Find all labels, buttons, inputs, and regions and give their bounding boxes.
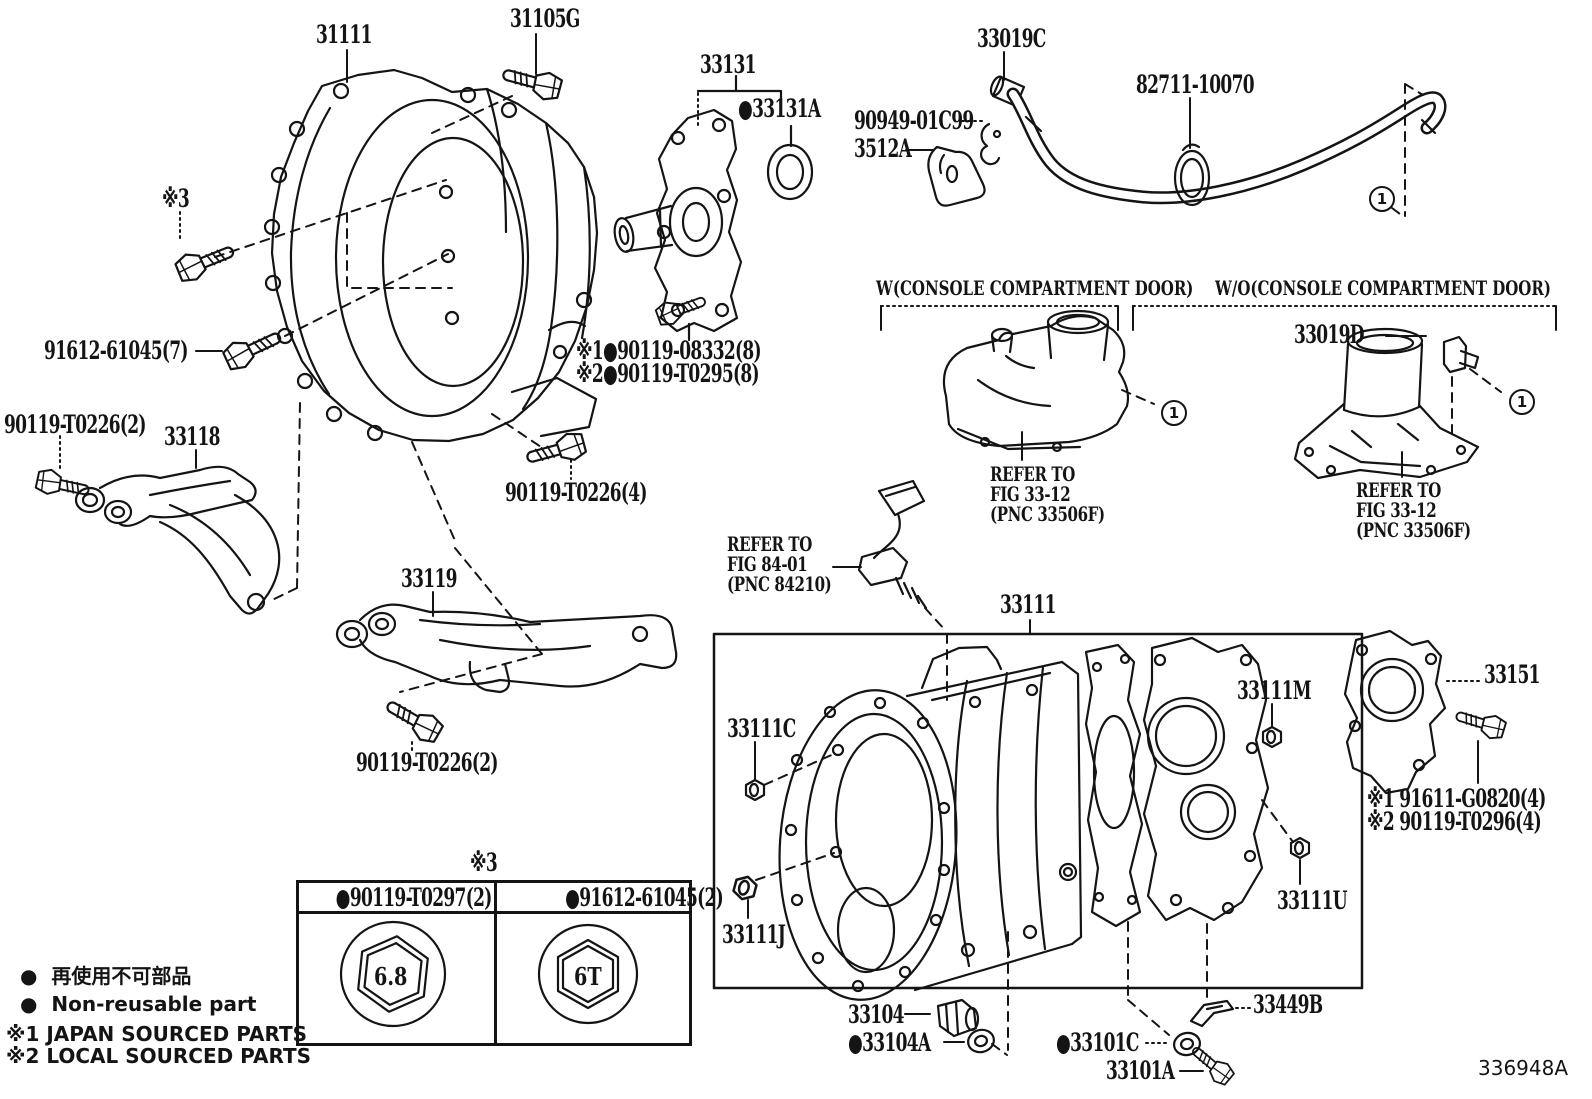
breather-33019D-drawing	[1442, 335, 1480, 374]
callout-3512A: 3512A	[854, 134, 912, 163]
bolt-90119-T0226-a	[34, 466, 93, 504]
callout-rear-bolt-note-2: ※2 90119-T0296(4)	[1367, 807, 1542, 836]
callout-33019D: 33019D	[1294, 320, 1364, 349]
plug-33104-drawing	[936, 998, 980, 1038]
refer-note-fig33-right: REFER TO FIG 33-12 (PNC 33506F)	[1356, 478, 1471, 542]
hose-clamp-82711-drawing	[1173, 143, 1211, 207]
circled-1-digit: 1	[1376, 190, 1388, 208]
callout-31111: 31111	[316, 20, 372, 49]
callout-33101A: 33101A	[1106, 1056, 1175, 1085]
callout-33111M: 33111M	[1237, 676, 1312, 705]
bolt-90119-T0226-4	[523, 429, 589, 473]
callout-bolt-note-1: ※1●90119-08332(8)	[576, 336, 762, 365]
retainer-33151-drawing	[1343, 629, 1508, 795]
spec-col-2-header: ●91612-61045(2)	[528, 882, 760, 912]
spec-table-divider	[494, 883, 497, 1043]
circled-1-marker-hose: 1	[1369, 186, 1395, 212]
leader-lines	[195, 33, 1557, 1072]
bottom-parts-drawing	[936, 998, 1237, 1089]
callout-33104: 33104	[848, 1000, 904, 1029]
legend-non-reusable-jp: ● 再使用不可部品	[20, 964, 192, 988]
bolt-33101A-drawing	[1185, 1040, 1237, 1089]
callout-33019C: 33019C	[977, 24, 1046, 53]
bolt-head-size-6.8: 6.8	[374, 962, 408, 991]
callout-33111J: 33111J	[722, 920, 786, 949]
callout-90119-T0226-2b: 90119-T0226(2)	[356, 748, 498, 777]
callout-33449B: 33449B	[1253, 990, 1323, 1019]
oil-seal-33131A	[766, 143, 814, 201]
callout-rear-bolt-note-1: ※1 91611-G0820(4)	[1367, 784, 1546, 813]
bolt-note3	[172, 236, 239, 286]
callout-82711-10070: 82711-10070	[1136, 70, 1255, 99]
gasket-33101C-drawing	[1170, 1029, 1204, 1059]
clutch-housing-31111-drawing	[263, 68, 599, 443]
callout-33119: 33119	[401, 564, 457, 593]
spec-col-1-header: ●90119-T0297(2)	[299, 882, 528, 912]
bolt-head-size-6T: 6T	[574, 962, 602, 991]
transmission-case-box	[712, 632, 1364, 1001]
callout-note3-top: ※3	[162, 184, 190, 213]
spec-table-bolt-heads	[339, 920, 639, 1028]
circled-1-marker-console-left: 1	[1161, 400, 1187, 426]
rear-adapter-plate-drawing	[1142, 636, 1270, 922]
bracket-33119-drawing	[335, 603, 678, 748]
plug-33111C	[744, 778, 766, 802]
bolt-90119-T0226-b	[380, 692, 446, 748]
callout-33118: 33118	[164, 422, 220, 451]
circled-1-digit: 1	[1168, 404, 1180, 422]
console-cover-without-door-drawing	[1293, 327, 1480, 480]
refer-note-fig33-left: REFER TO FIG 33-12 (PNC 33506F)	[990, 462, 1105, 526]
callout-33111C: 33111C	[727, 714, 796, 743]
clip-33449B-drawing	[1189, 999, 1235, 1028]
bolt-91611-G0820	[1452, 704, 1508, 743]
sensor-refer-84-drawing	[857, 479, 928, 610]
callout-bolt-note-2: ※2●90119-T0295(8)	[576, 359, 760, 388]
callout-91612-61045-7: 91612-61045(7)	[44, 336, 188, 365]
bracket-33118-drawing	[34, 465, 281, 615]
retainer-plate-33131-drawing	[613, 74, 814, 342]
plug-33111U	[1289, 836, 1311, 860]
hose-33019C-drawing	[927, 75, 1447, 207]
callout-31105G: 31105G	[510, 4, 580, 33]
callout-33111U: 33111U	[1277, 886, 1348, 915]
dotted-leader-lines	[59, 92, 1557, 1044]
circled-1-marker-console-right: 1	[1509, 389, 1535, 415]
callout-33104A: ●33104A	[848, 1028, 931, 1057]
refer-note-fig84: REFER TO FIG 84-01 (PNC 84210)	[727, 532, 832, 596]
diagram-code: 336948A	[1478, 1056, 1569, 1080]
circled-1-digit: 1	[1516, 393, 1528, 411]
callout-33101C: ●33101C	[1056, 1028, 1139, 1057]
callout-33131: 33131	[700, 50, 756, 79]
spec-col-1-part-number: ●90119-T0297(2)	[335, 882, 493, 912]
legend-japan-sourced: ※1 JAPAN SOURCED PARTS	[6, 1022, 308, 1046]
callout-33111: 33111	[1000, 590, 1056, 619]
bolt-spec-table: ●90119-T0297(2) ●91612-61045(2)	[296, 880, 724, 1046]
legend-non-reusable-en: ● Non-reusable part	[20, 992, 257, 1016]
case-gasket-drawing	[1084, 643, 1144, 928]
bracket-3512A-drawing	[927, 145, 986, 207]
clip-90949-drawing	[980, 122, 1002, 166]
callout-note3-table: ※3	[470, 848, 498, 877]
callout-33151: 33151	[1484, 660, 1540, 689]
callout-90119-T0226-2a: 90119-T0226(2)	[4, 410, 146, 439]
section-header-with-console: W(CONSOLE COMPARTMENT DOOR)	[876, 276, 1194, 300]
callout-90119-T0226-4: 90119-T0226(4)	[505, 478, 647, 507]
dashed-construction-lines	[214, 83, 1502, 1056]
legend-local-sourced: ※2 LOCAL SOURCED PARTS	[6, 1044, 312, 1068]
spec-col-2-part-number: ●91612-61045(2)	[565, 882, 724, 912]
section-header-without-console: W/O(CONSOLE COMPARTMENT DOOR)	[1215, 276, 1551, 300]
console-cover-with-door-drawing	[942, 309, 1130, 453]
callout-90949-01C99: 90949-01C99	[854, 106, 974, 135]
bolt-91612-61045	[220, 322, 287, 374]
transmission-case-33111-drawing	[778, 645, 1083, 1001]
plug-33111M	[1261, 725, 1283, 749]
callout-33131A: ●33131A	[738, 94, 821, 123]
